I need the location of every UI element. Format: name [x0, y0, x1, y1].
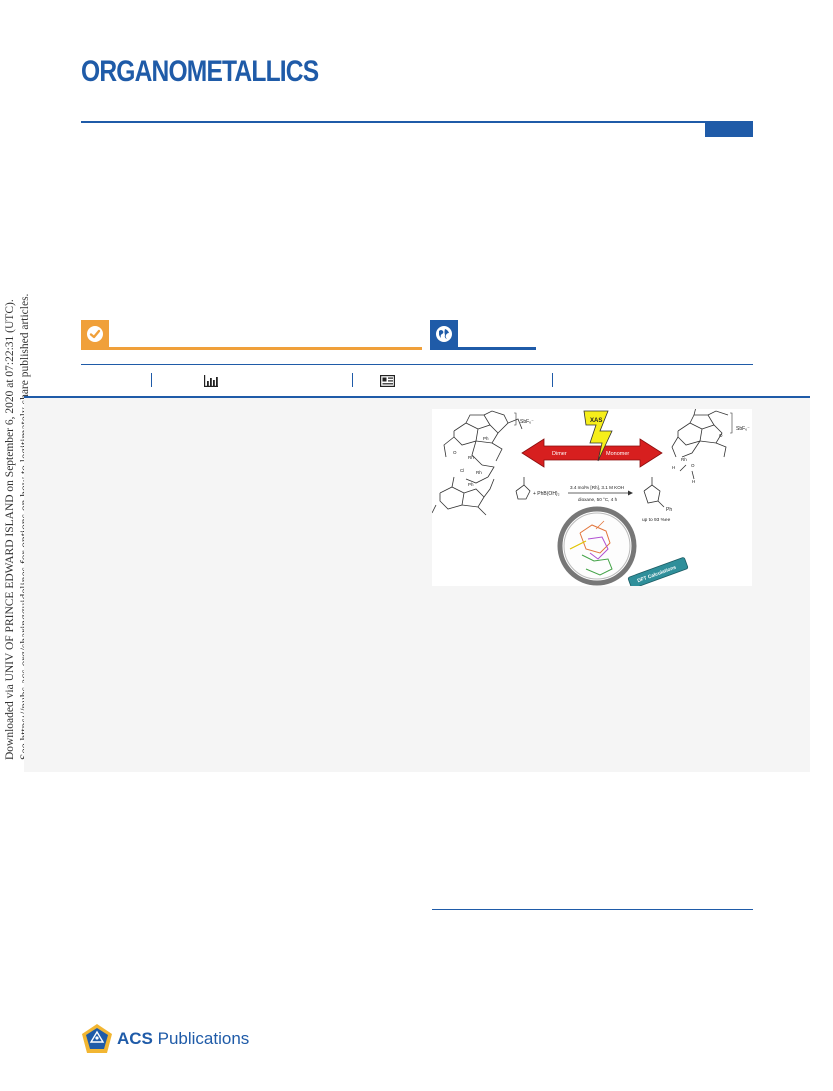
publisher-name-rest: Publications [152, 1029, 250, 1048]
xas-label: XAS [590, 418, 602, 424]
article-icon[interactable] [380, 375, 395, 387]
right-carbonyl-o: O [719, 433, 723, 438]
header-rule [81, 121, 753, 123]
equilibrium-arrow [521, 438, 663, 468]
reagent-label: + PhB(OH)₂ [533, 491, 560, 497]
check-circle-icon [87, 326, 103, 342]
left-bracket [514, 412, 517, 426]
header-tab [705, 123, 753, 137]
reaction-arrow-head [628, 490, 633, 496]
acs-logo-icon [82, 1024, 112, 1053]
right-counterion: SbF₆⁻ [736, 426, 750, 432]
left-ph-label: Ph [483, 436, 489, 441]
metrics-bar-bottom-rule [24, 396, 810, 398]
left-complex-structure [432, 410, 523, 516]
side-note-line-1: Downloaded via UNIV OF PRINCE EDWARD ISL… [4, 299, 16, 760]
product-structure [643, 477, 665, 508]
monomer-label: Monomer [606, 451, 629, 457]
left-rh-label-2: Rh [476, 470, 482, 475]
magnifier-icon [557, 506, 689, 586]
dimer-label: Dimer [552, 451, 567, 457]
xas-lightning-icon [583, 410, 613, 462]
water-o-label: O [691, 463, 695, 468]
metrics-separator [151, 373, 152, 387]
toc-graphic: O Ph Rh Cl Rh Ph SbF₆⁻ Rh O H H O SbF₆⁻ … [432, 409, 752, 586]
product-ph-label: Ph [666, 507, 672, 513]
left-rh-label: Rh [468, 455, 474, 460]
journal-title: ORGANOMETALLICS [81, 55, 319, 88]
bar-chart-icon[interactable] [204, 375, 218, 387]
water-h-label: H [672, 465, 675, 470]
metrics-bar-top-rule [81, 364, 753, 365]
bridge-cl-label: Cl [460, 468, 464, 473]
access-badge[interactable] [430, 320, 458, 348]
enone-reactant [515, 477, 531, 500]
water-h-label-2: H [692, 479, 695, 484]
globe-icon [436, 326, 452, 342]
left-counterion: SbF₆⁻ [520, 419, 534, 425]
conditions-line-2: dioxane, 50 °C, 4 h [578, 497, 618, 502]
footnote-rule [432, 909, 753, 910]
conditions-line-1: 3.4 mol% [Rh], 3.1 M KOH [570, 485, 624, 490]
left-carbonyl-o: O [453, 450, 457, 455]
publisher-name-bold: ACS [117, 1029, 153, 1048]
open-access-badge[interactable] [81, 320, 109, 348]
ee-label: up to 93 %ee [642, 517, 671, 523]
right-complex-structure [671, 409, 729, 480]
metrics-separator [352, 373, 353, 387]
open-access-rule [81, 347, 422, 350]
access-rule [430, 347, 536, 350]
right-rh-label: Rh [681, 457, 687, 462]
right-bracket [730, 412, 733, 434]
left-ph-label-2: Ph [468, 482, 474, 487]
publisher-name: ACS Publications [117, 1029, 249, 1049]
metrics-separator [552, 373, 553, 387]
